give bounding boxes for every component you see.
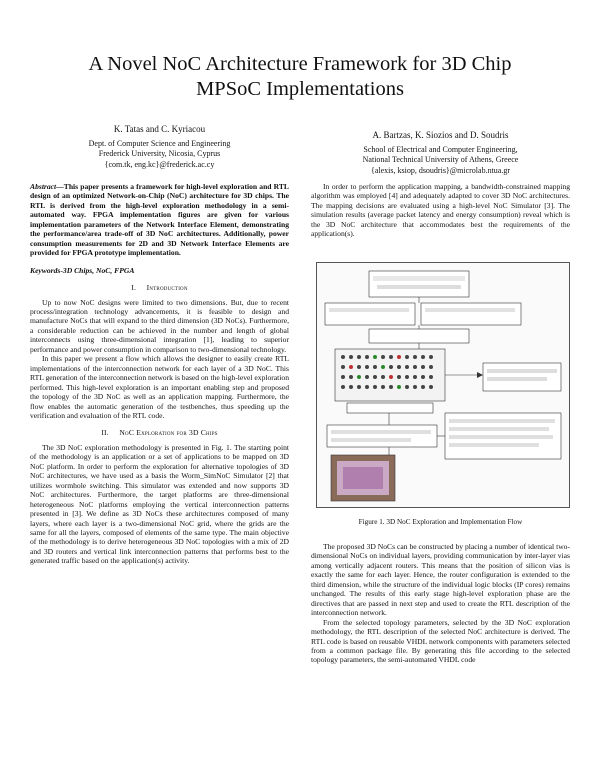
author-dept: School of Electrical and Computer Engine… (363, 144, 518, 154)
author-names: K. Tatas and C. Kyriacou (113, 124, 206, 134)
abstract: Abstract—This paper presents a framework… (30, 182, 289, 258)
intro-paragraph-2: In this paper we present a flow which al… (30, 354, 289, 420)
section-heading-exploration: II. NoC Exploration for 3D Chips (30, 428, 289, 437)
author-block-left: K. Tatas and C. Kyriacou Dept. of Comput… (30, 124, 289, 170)
abstract-label: Abstract (30, 182, 57, 191)
section-title: Introduction (146, 283, 188, 293)
figure-caption: Figure 1. 3D NoC Exploration and Impleme… (358, 518, 523, 526)
diagram-text-block (373, 276, 465, 281)
author-dept: Dept. of Computer Science and Engineerin… (88, 138, 231, 148)
author-block-right: A. Bartzas, K. Siozios and D. Soudris Sc… (311, 130, 570, 176)
noc-grid-nodes (341, 355, 433, 389)
left-column: Abstract—This paper presents a framework… (30, 182, 289, 566)
diagram-text-block (377, 285, 461, 289)
title-line-2: MPSoC Implementations (196, 78, 404, 100)
noc-construction-paragraph: The proposed 3D NoCs can be constructed … (311, 542, 570, 618)
flow-diagram-svg (324, 270, 562, 502)
figure-1-diagram (316, 262, 570, 508)
section-number: I. (131, 283, 137, 293)
author-names: A. Bartzas, K. Siozios and D. Soudris (372, 130, 509, 140)
diagram-box-rtl (326, 424, 438, 448)
rtl-paragraph: From the selected topology parameters, s… (311, 617, 570, 665)
right-column-top: In order to perform the application mapp… (311, 182, 570, 239)
diagram-box-layer (346, 402, 434, 414)
diagram-box-middle (368, 328, 470, 344)
title-line-1: A Novel NoC Architecture Framework for 3… (88, 53, 512, 75)
author-university: National Technical University of Athens,… (362, 155, 519, 164)
paper-title: A Novel NoC Architecture Framework for 3… (40, 52, 560, 102)
section-heading-introduction: I. Introduction (30, 283, 289, 292)
keywords: Keywords-3D Chips, NoC, FPGA (30, 265, 135, 275)
diagram-box-top (368, 270, 470, 298)
intro-paragraph-1: Up to now NoC designs were limited to tw… (30, 297, 289, 354)
abstract-text: —This paper presents a framework for hig… (30, 182, 289, 258)
author-university: Frederick University, Nicosia, Cyprus (98, 149, 221, 158)
mapping-paragraph: In order to perform the application mapp… (311, 182, 570, 239)
right-column-bottom: The proposed 3D NoCs can be constructed … (311, 542, 570, 665)
author-email: {alexis, ksiop, dsoudris}@microlab.ntua.… (370, 165, 511, 175)
exploration-paragraph-1: The 3D NoC exploration methodology is pr… (30, 442, 289, 566)
author-email: {com.tk, eng.kc}@frederick.ac.cy (104, 159, 215, 169)
diagram-box-right (420, 302, 522, 326)
section-title: NoC Exploration for 3D Chips (119, 428, 218, 438)
diagram-text-block (329, 308, 409, 312)
diagram-box-left (324, 302, 416, 326)
section-number: II. (101, 428, 109, 438)
diagram-text-block (425, 308, 515, 312)
